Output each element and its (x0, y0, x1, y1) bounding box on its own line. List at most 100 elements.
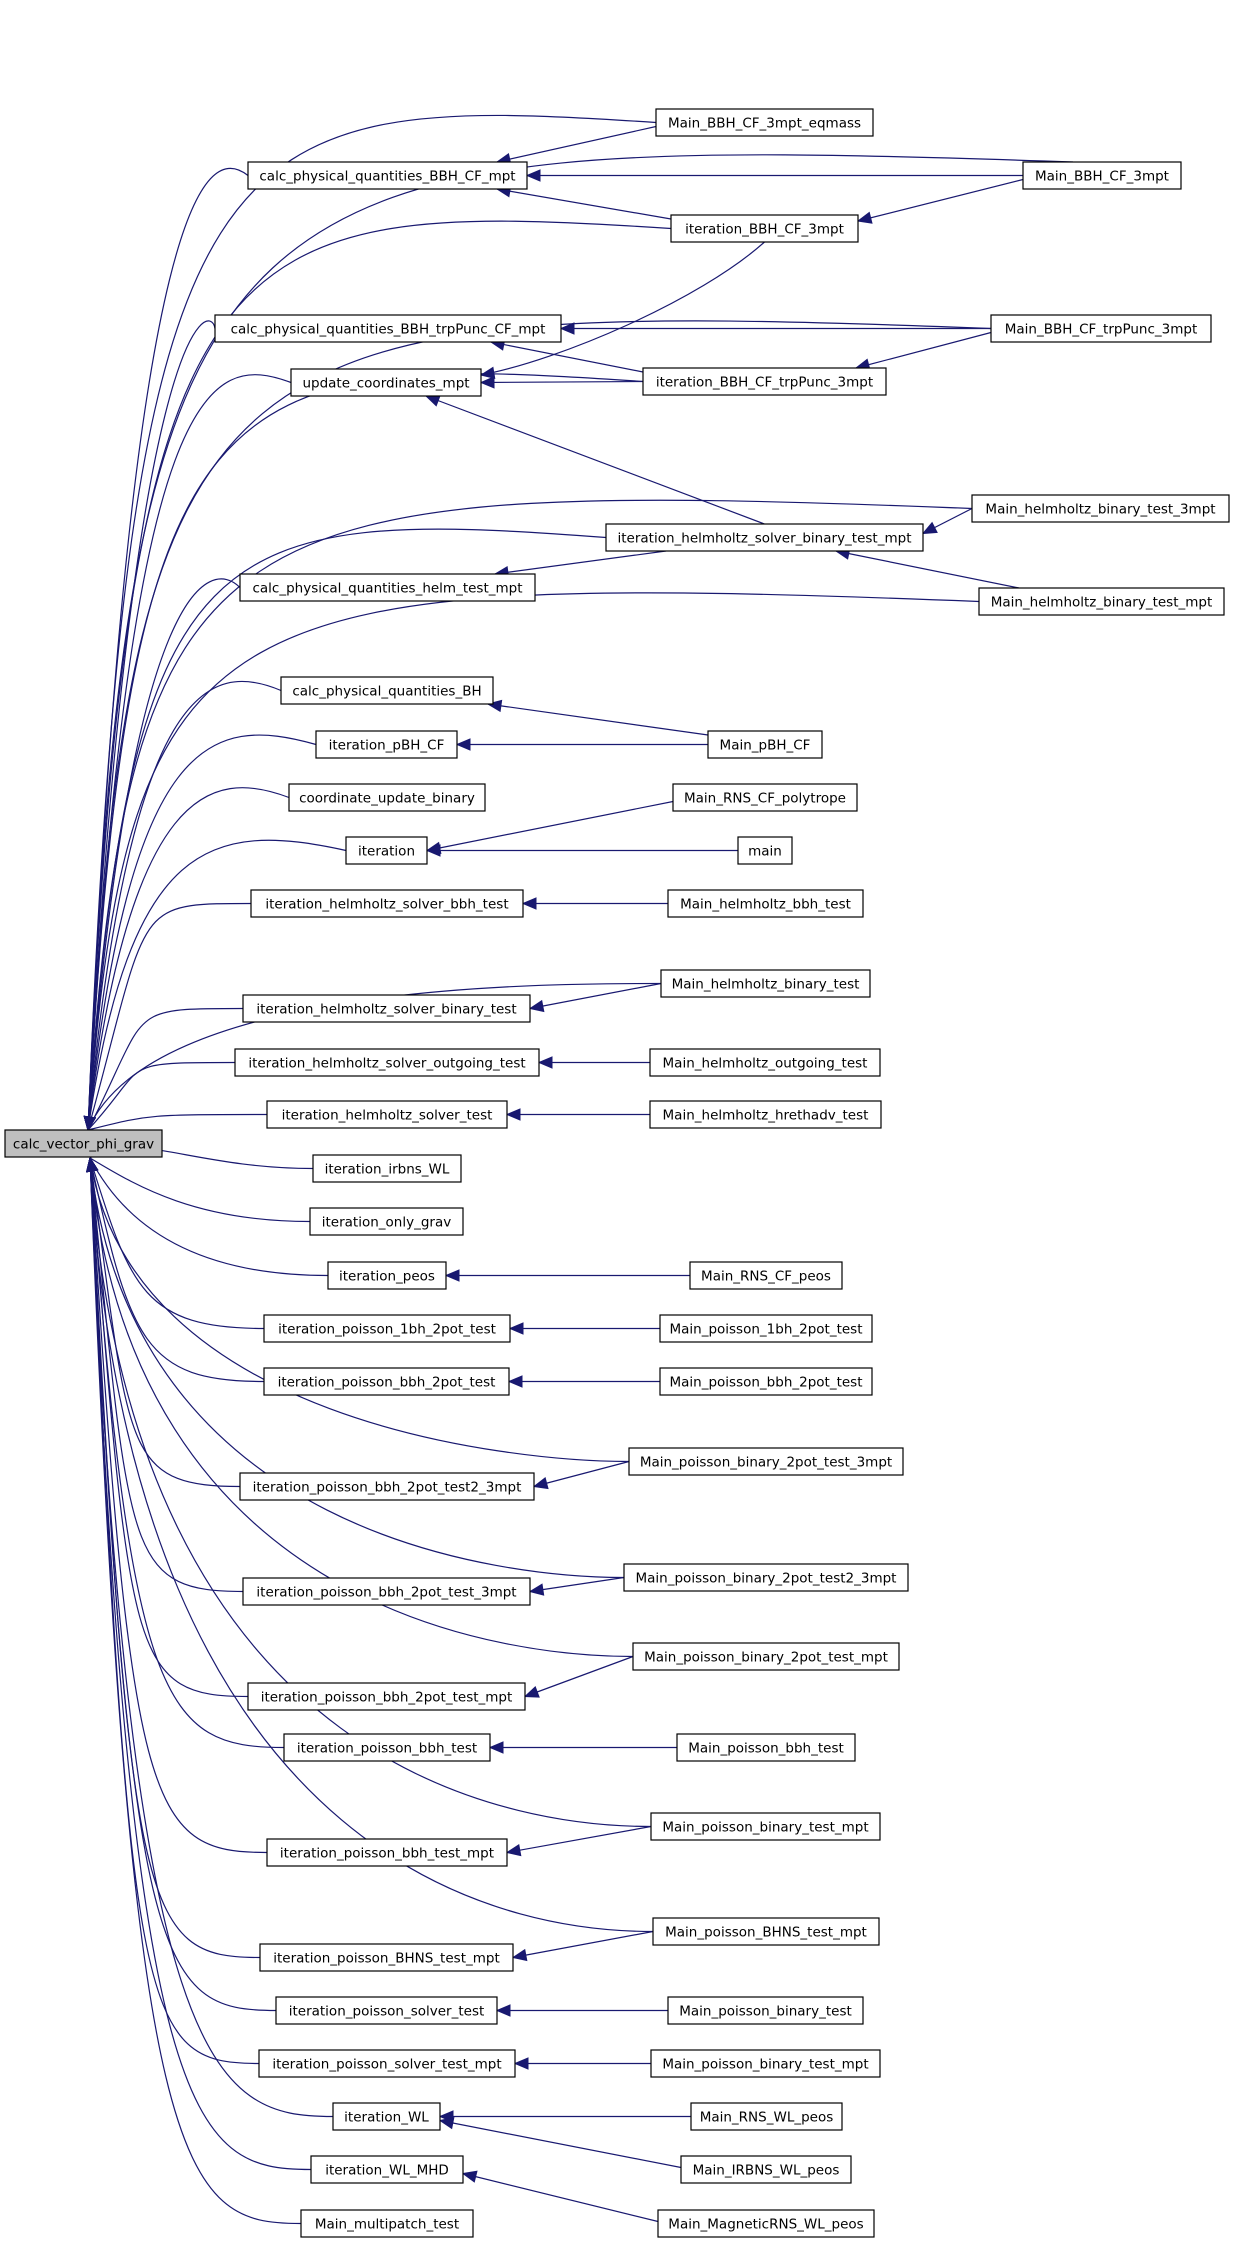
node-main[interactable]: main (737, 836, 793, 865)
node-main-helmholtz-bbh-test[interactable]: Main_helmholtz_bbh_test (667, 889, 864, 918)
node-iteration-helmholtz-solver-binary-test[interactable]: iteration_helmholtz_solver_binary_test (242, 994, 531, 1023)
edge-calc-physical-quantities-bh-to-calc-vector-phi-grav (87, 680, 282, 1131)
node-iteration-pbh-cf[interactable]: iteration_pBH_CF (315, 730, 458, 759)
edge-iteration-wl-to-calc-vector-phi-grav (89, 1157, 334, 2118)
arrowhead-icon (921, 521, 938, 535)
node-main-rns-wl-peos[interactable]: Main_RNS_WL_peos (690, 2102, 843, 2131)
node-calc-vector-phi-grav[interactable]: calc_vector_phi_grav (4, 1129, 163, 1158)
node-calc-physical-quantities-bh[interactable]: calc_physical_quantities_BH (280, 676, 494, 705)
node-iteration-bbh-cf-3mpt[interactable]: iteration_BBH_CF_3mpt (670, 214, 859, 243)
node-box (657, 2209, 875, 2238)
node-main-irbns-wl-peos[interactable]: Main_IRBNS_WL_peos (680, 2155, 852, 2184)
edge-iteration-poisson-bbh-2pot-test2-3mpt-to-calc-vector-phi-grav (89, 1157, 241, 1488)
node-label: Main_poisson_binary_2pot_test_3mpt (640, 1455, 892, 1471)
edge-iteration-poisson-bbh-2pot-test-to-calc-vector-phi-grav (89, 1157, 265, 1383)
node-main-poisson-binary-test-mpt[interactable]: Main_poisson_binary_test_mpt (650, 1812, 881, 1841)
node-main-magneticrns-wl-peos[interactable]: Main_MagneticRNS_WL_peos (657, 2209, 875, 2238)
edge-iteration-helmholtz-solver-outgoing-test-to-calc-vector-phi-grav (87, 1061, 236, 1131)
node-iteration-poisson-bbh-2pot-test[interactable]: iteration_poisson_bbh_2pot_test (263, 1367, 510, 1396)
node-update-coordinates-mpt[interactable]: update_coordinates_mpt (290, 368, 482, 397)
node-label: coordinate_update_binary (299, 791, 475, 807)
node-main-rns-cf-peos[interactable]: Main_RNS_CF_peos (689, 1261, 843, 1290)
node-box (266, 1100, 508, 1129)
node-iteration-poisson-bbh-2pot-test2-3mpt[interactable]: iteration_poisson_bbh_2pot_test2_3mpt (239, 1472, 535, 1501)
edge-iteration-poisson-1bh-2pot-test-to-calc-vector-phi-grav (89, 1157, 265, 1330)
node-label: main (748, 844, 782, 860)
node-box (234, 1048, 540, 1077)
node-box (623, 1563, 909, 1592)
node-iteration[interactable]: iteration (345, 836, 428, 865)
node-iteration-poisson-bbh-test-mpt[interactable]: iteration_poisson_bbh_test_mpt (266, 1838, 508, 1867)
node-calc-physical-quantities-bbh-cf-mpt[interactable]: calc_physical_quantities_BBH_CF_mpt (247, 161, 528, 190)
node-main-bbh-cf-trppunc-3mpt[interactable]: Main_BBH_CF_trpPunc_3mpt (990, 314, 1212, 343)
arrowhead-icon (479, 366, 496, 379)
node-main-poisson-bbh-test[interactable]: Main_poisson_bbh_test (676, 1733, 856, 1762)
node-main-poisson-bhns-test-mpt[interactable]: Main_poisson_BHNS_test_mpt (652, 1917, 880, 1946)
node-box (266, 1838, 508, 1867)
node-label: iteration_helmholtz_solver_bbh_test (265, 897, 508, 913)
node-main-helmholtz-outgoing-test[interactable]: Main_helmholtz_outgoing_test (649, 1048, 881, 1077)
node-coordinate-update-binary[interactable]: coordinate_update_binary (288, 783, 486, 812)
node-main-rns-cf-polytrope[interactable]: Main_RNS_CF_polytrope (672, 783, 858, 812)
node-main-helmholtz-binary-test-mpt[interactable]: Main_helmholtz_binary_test_mpt (978, 587, 1225, 616)
node-iteration-only-grav[interactable]: iteration_only_grav (309, 1207, 464, 1236)
node-main-helmholtz-binary-test[interactable]: Main_helmholtz_binary_test (660, 969, 871, 998)
node-label: Main_RNS_CF_polytrope (684, 791, 846, 807)
node-main-multipatch-test[interactable]: Main_multipatch_test (300, 2209, 474, 2238)
node-iteration-poisson-1bh-2pot-test[interactable]: iteration_poisson_1bh_2pot_test (263, 1314, 511, 1343)
node-main-poisson-binary-2pot-test-mpt[interactable]: Main_poisson_binary_2pot_test_mpt (632, 1642, 900, 1671)
node-main-pbh-cf[interactable]: Main_pBH_CF (707, 730, 823, 759)
edge-iteration-only-grav-to-calc-vector-phi-grav (89, 1157, 311, 1223)
node-iteration-helmholtz-solver-outgoing-test[interactable]: iteration_helmholtz_solver_outgoing_test (234, 1048, 540, 1077)
node-calc-physical-quantities-helm-test-mpt[interactable]: calc_physical_quantities_helm_test_mpt (239, 573, 536, 602)
node-iteration-poisson-solver-test[interactable]: iteration_poisson_solver_test (275, 1996, 498, 2025)
node-box (659, 1314, 873, 1343)
node-main-bbh-cf-3mpt[interactable]: Main_BBH_CF_3mpt (1022, 161, 1182, 190)
node-main-poisson-binary-test[interactable]: Main_poisson_binary_test (667, 1996, 864, 2025)
edge-iteration-bbh-cf-3mpt-to-calc-vector-phi-grav (87, 220, 672, 1131)
node-label: update_coordinates_mpt (302, 376, 469, 392)
node-main-poisson-binary-2pot-test2-3mpt[interactable]: Main_poisson_binary_2pot_test2_3mpt (623, 1563, 909, 1592)
arrowhead-icon (508, 1322, 524, 1335)
node-iteration-helmholtz-solver-bbh-test[interactable]: iteration_helmholtz_solver_bbh_test (250, 889, 524, 918)
node-iteration-wl[interactable]: iteration_WL (332, 2102, 441, 2131)
node-main-helmholtz-binary-test-3mpt[interactable]: Main_helmholtz_binary_test_3mpt (971, 494, 1230, 523)
node-main-poisson-1bh-2pot-test[interactable]: Main_poisson_1bh_2pot_test (659, 1314, 873, 1343)
node-iteration-poisson-bhns-test-mpt[interactable]: iteration_poisson_BHNS_test_mpt (259, 1943, 514, 1972)
node-iteration-poisson-bbh-2pot-test-mpt[interactable]: iteration_poisson_bbh_2pot_test_mpt (247, 1682, 526, 1711)
arrowhead-icon (511, 1948, 528, 1962)
node-box (258, 2049, 516, 2078)
node-main-helmholtz-hrethadv-test[interactable]: Main_helmholtz_hrethadv_test (649, 1100, 882, 1129)
node-label: calc_physical_quantities_BH (292, 684, 481, 700)
node-box (275, 1996, 498, 2025)
node-label: iteration_poisson_bbh_2pot_test_mpt (261, 1690, 513, 1706)
node-box (239, 1472, 535, 1501)
node-iteration-wl-mhd[interactable]: iteration_WL_MHD (310, 2155, 464, 2184)
edge-main-poisson-binary-2pot-test2-3mpt-to-iteration-poisson-bbh-2pot-test-3mpt (529, 1576, 625, 1593)
node-main-bbh-cf-3mpt-eqmass[interactable]: Main_BBH_CF_3mpt_eqmass (655, 108, 874, 137)
arrowhead-icon (479, 376, 495, 389)
node-box (680, 2155, 852, 2184)
node-label: Main_IRBNS_WL_peos (693, 2163, 840, 2179)
node-iteration-irbns-wl[interactable]: iteration_irbns_WL (312, 1154, 462, 1183)
node-main-poisson-binary-2pot-test-3mpt[interactable]: Main_poisson_binary_2pot_test_3mpt (628, 1447, 904, 1476)
node-label: iteration_pBH_CF (329, 738, 445, 754)
arrowhead-icon (488, 1741, 504, 1754)
node-label: iteration_poisson_bbh_2pot_test_3mpt (256, 1585, 516, 1601)
node-iteration-poisson-bbh-test[interactable]: iteration_poisson_bbh_test (283, 1733, 491, 1762)
node-label: iteration_poisson_1bh_2pot_test (278, 1322, 496, 1338)
nodes-layer: calc_vector_phi_grav calc_physical_quanti… (4, 108, 1230, 2238)
node-box (4, 1129, 163, 1158)
edge-main-irbns-wl-peos-to-iteration-wl (439, 2119, 682, 2169)
node-iteration-poisson-solver-test-mpt[interactable]: iteration_poisson_solver_test_mpt (258, 2049, 516, 2078)
node-calc-physical-quantities-bbh-trppunc-cf-mpt[interactable]: calc_physical_quantities_BBH_trpPunc_CF_… (214, 314, 562, 343)
node-iteration-helmholtz-solver-test[interactable]: iteration_helmholtz_solver_test (266, 1100, 508, 1129)
edge-iteration-to-calc-vector-phi-grav (87, 839, 347, 1131)
node-main-poisson-bbh-2pot-test[interactable]: Main_poisson_bbh_2pot_test (659, 1367, 873, 1396)
node-iteration-peos[interactable]: iteration_peos (327, 1261, 447, 1290)
node-iteration-bbh-cf-trppunc-3mpt[interactable]: iteration_BBH_CF_trpPunc_3mpt (642, 367, 887, 396)
node-main-poisson-binary-test-mpt-2[interactable]: Main_poisson_binary_test_mpt (650, 2049, 881, 2078)
node-box (280, 676, 494, 705)
node-iteration-helmholtz-solver-binary-test-mpt[interactable]: iteration_helmholtz_solver_binary_test_m… (605, 523, 924, 552)
node-iteration-poisson-bbh-2pot-test-3mpt[interactable]: iteration_poisson_bbh_2pot_test_3mpt (242, 1577, 531, 1606)
